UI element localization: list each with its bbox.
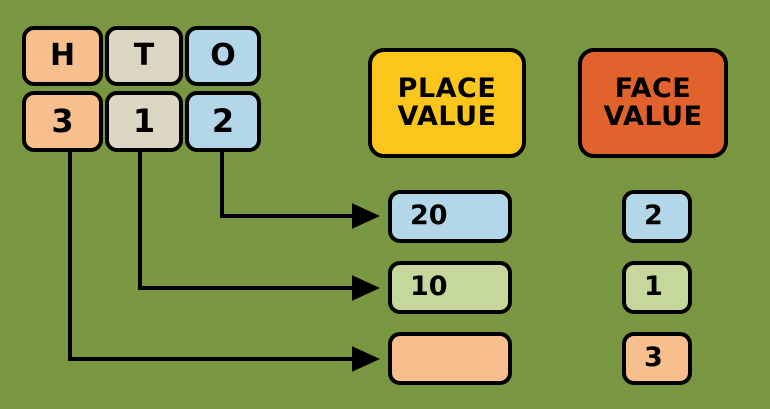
digit-cell-hundreds: 3 [22, 91, 103, 152]
connector-ones-to-20 [220, 152, 380, 229]
face-value-label-ones: 2 [644, 200, 663, 232]
place-value-label-tens: 10 [410, 271, 448, 303]
face-value-title-line2: VALUE [603, 101, 703, 132]
header-label-hundreds: H [49, 38, 76, 74]
face-value-label-tens: 1 [644, 271, 663, 303]
place-value-cell-ones: 20 [388, 190, 512, 243]
header-label-tens: T [133, 38, 155, 74]
connector-tens-to-10 [138, 152, 380, 301]
connector-hundreds-to-blank [68, 152, 380, 372]
face-value-title-line1: FACE [614, 72, 692, 104]
face-value-cell-hundreds: 3 [622, 332, 692, 385]
digit-label-hundreds: 3 [51, 101, 74, 140]
digit-label-ones: 2 [211, 101, 235, 140]
digit-cell-tens: 1 [105, 91, 183, 152]
header-cell-hundreds: H [22, 26, 103, 86]
digit-label-tens: 1 [132, 101, 156, 140]
header-cell-tens: T [105, 26, 183, 86]
place-value-title-line1: PLACE [397, 72, 497, 104]
face-value-title: FACE VALUE [578, 48, 728, 158]
digit-cell-ones: 2 [185, 91, 261, 152]
place-value-cell-tens: 10 [388, 261, 512, 314]
face-value-cell-ones: 2 [622, 190, 692, 243]
face-value-cell-tens: 1 [622, 261, 692, 314]
header-label-ones: O [210, 38, 236, 74]
place-value-cell-hundreds [388, 332, 512, 385]
face-value-label-hundreds: 3 [644, 342, 663, 374]
place-value-title-line2: VALUE [397, 101, 497, 132]
header-cell-ones: O [185, 26, 261, 86]
place-value-label-ones: 20 [410, 200, 448, 232]
place-value-title: PLACE VALUE [368, 48, 526, 158]
